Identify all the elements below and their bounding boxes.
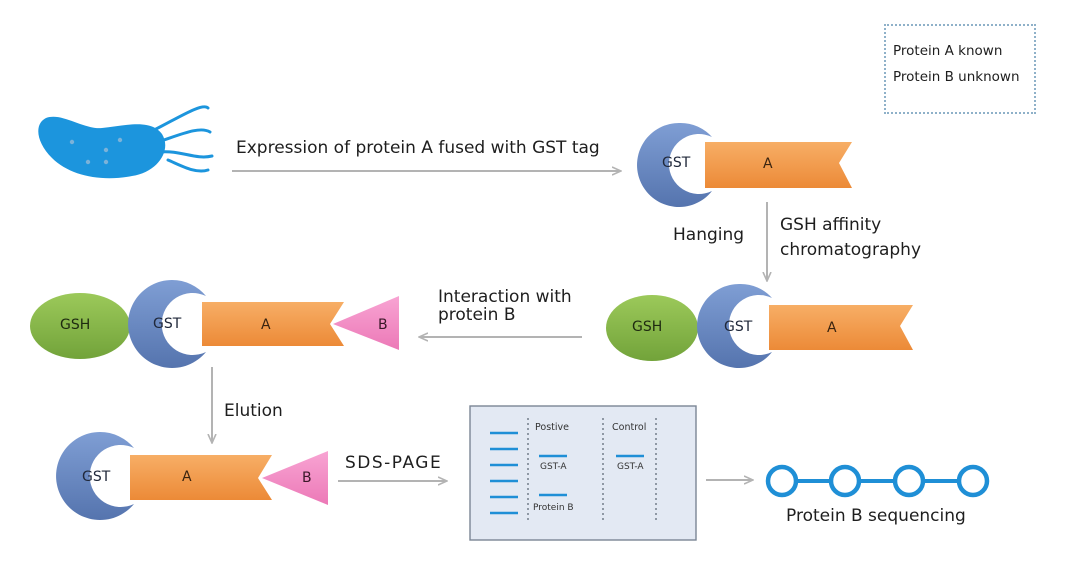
protein-b-shape: [333, 296, 399, 350]
sequencing-label: Protein B sequencing: [786, 506, 966, 526]
protein-a-label: A: [827, 320, 837, 336]
protein-a-shape: [769, 305, 913, 350]
protein-a-label: A: [261, 317, 271, 333]
gsh-gst-a-b-complex: [30, 279, 399, 368]
elution-label: Elution: [224, 401, 283, 421]
gsh-shape: [606, 295, 698, 361]
protein-b-label: B: [302, 470, 312, 486]
gst-label: GST: [662, 155, 691, 171]
gst-a-fusion: [637, 122, 852, 207]
protein-a-label: A: [182, 469, 192, 485]
gst-shape: [637, 122, 712, 207]
gsh-shape: [30, 293, 130, 359]
sds-page-gel: [469, 405, 697, 541]
affinity-label-line1: GSH affinity: [780, 215, 882, 235]
gel-positive-label: Postive: [535, 422, 569, 433]
gsh-gst-a-complex: [606, 283, 913, 368]
protein-a-shape: [202, 302, 344, 346]
hanging-label: Hanging: [673, 225, 745, 245]
expression-label: Expression of protein A fused with GST t…: [236, 138, 600, 158]
ladder-bands: [490, 431, 518, 515]
gel-control-gst-a-label: GST-A: [617, 462, 644, 472]
interaction-label-line2: protein B: [438, 305, 516, 325]
gst-label: GST: [82, 469, 111, 485]
gst-label: GST: [153, 316, 182, 332]
peptide-chain-icon: [765, 464, 990, 498]
gst-a-b-complex: [56, 431, 328, 520]
gsh-label: GSH: [60, 317, 91, 333]
gsh-label: GSH: [632, 319, 663, 335]
affinity-label-line2: chromatography: [780, 240, 922, 260]
protein-a-shape: [130, 455, 272, 500]
gst-shape: [697, 283, 772, 368]
legend-protein-a: Protein A known: [893, 43, 1003, 59]
legend-box: Protein A known Protein B unknown: [884, 24, 1036, 114]
gst-shape: [128, 279, 206, 368]
protein-b-shape: [262, 451, 328, 505]
interaction-label-line1: Interaction with: [438, 287, 572, 307]
sds-page-label: SDS-PAGE: [345, 453, 443, 473]
protein-a-label: A: [763, 156, 773, 172]
protein-a-shape: [705, 142, 852, 188]
gel-positive-gst-a-label: GST-A: [540, 462, 567, 472]
protein-b-label: B: [378, 317, 388, 333]
gel-control-label: Control: [612, 422, 647, 433]
gel-protein-b-label: Protein B: [533, 503, 574, 513]
gst-label: GST: [724, 319, 753, 335]
gst-shape: [56, 431, 135, 520]
legend-protein-b: Protein B unknown: [893, 69, 1020, 85]
bacterium-icon: [38, 105, 214, 179]
